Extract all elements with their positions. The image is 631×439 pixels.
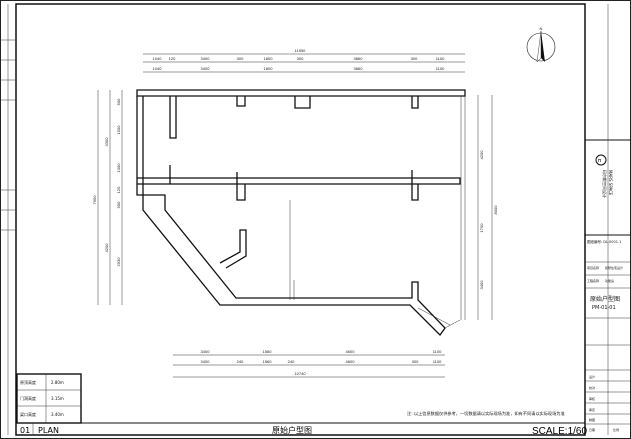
dim: 900 <box>116 201 121 208</box>
bottom-dimensions: 3400 1560 4600 1100 3400 240 1560 240 46… <box>173 349 445 378</box>
height-value: 3.15m <box>51 396 64 401</box>
height-label: 原顶高度 <box>20 379 36 385</box>
row-label: 日期 <box>589 427 595 432</box>
dim: 120 <box>169 56 176 61</box>
dim: 3400 <box>201 359 211 364</box>
dim: 1100 <box>436 66 445 71</box>
dim: 3400 <box>201 66 211 71</box>
row-label: 设计 <box>589 374 595 379</box>
row-label: 比例 <box>613 427 619 432</box>
north-label: N <box>540 26 543 31</box>
plan-label: PLAN <box>38 426 59 435</box>
dim: 3860 <box>354 66 364 71</box>
signature-rows: 设计 校对 审核 审定 制图 日期 比例 <box>585 374 631 432</box>
height-value: 3.40m <box>51 412 64 417</box>
sheet-code: PM-01-01 <box>592 305 616 311</box>
dim: 300 <box>297 56 304 61</box>
dim: 1100 <box>436 56 445 61</box>
dim-top-total: 11950 <box>295 48 307 53</box>
dim: 1560 <box>263 349 273 354</box>
left-margin-strip <box>0 4 16 435</box>
dim: 3860 <box>354 56 364 61</box>
dim: 3400 <box>201 56 211 61</box>
dim: 1040 <box>153 56 163 61</box>
dim: 1300 <box>116 163 121 173</box>
logo-text-cn: 玛尔斯空间设计 <box>602 170 608 198</box>
row-label: 审定 <box>589 407 595 412</box>
heights-table: 原顶高度 2.80m 门洞高度 3.15m 梁口高度 3.40m <box>16 373 82 424</box>
drawing-frame <box>15 3 586 436</box>
height-label: 梁口高度 <box>20 411 36 417</box>
sheet-title: 原始户型图 <box>590 295 620 303</box>
dim: 1040 <box>153 66 163 71</box>
dim: 1800 <box>264 56 274 61</box>
dim: 4600 <box>346 349 356 354</box>
dim: 2930 <box>116 257 121 267</box>
drawing-number: 图纸编号: DL.0001.1 <box>587 239 621 244</box>
project-value: 别墅住宅设计 <box>605 265 623 270</box>
dim: 1700 <box>479 223 484 233</box>
height-label: 门洞高度 <box>20 395 36 401</box>
dim: 1560 <box>263 359 273 364</box>
dim: 120 <box>116 186 121 193</box>
dim: 1500 <box>116 125 121 135</box>
dim: 3400 <box>201 349 211 354</box>
height-value: 2.80m <box>51 380 64 385</box>
footer-bar: 01 PLAN 原始户型图 SCALE:1/60 <box>16 422 587 437</box>
dim: 300 <box>237 56 244 61</box>
right-dimensions: 4200 1700 3400 8000 <box>477 95 498 320</box>
dim: 4200 <box>479 150 484 160</box>
logo-mark: π <box>598 158 601 164</box>
walls <box>136 89 466 337</box>
dim: 1100 <box>433 359 442 364</box>
project-label: 项目名称 <box>587 265 599 270</box>
dim: 1800 <box>264 66 274 71</box>
dim: 240 <box>288 359 295 364</box>
dim: 240 <box>237 359 244 364</box>
dim: 300 <box>412 359 419 364</box>
title-block: π MARS SPACE 玛尔斯空间设计 图纸编号: DL.0001.1 项目名… <box>585 4 631 435</box>
mars-space-logo: π MARS SPACE 玛尔斯空间设计 <box>595 154 613 198</box>
row-label: 审核 <box>589 396 595 401</box>
client-value: 功能房 <box>605 278 614 283</box>
dim: 4200 <box>104 243 109 253</box>
dim: 300 <box>411 56 418 61</box>
dim-left-total: 7950 <box>92 195 97 205</box>
dim: 3300 <box>104 137 109 147</box>
dim: 3400 <box>479 280 484 290</box>
client-label: 工程名称 <box>587 278 599 283</box>
logo-text-en: MARS SPACE <box>608 170 613 196</box>
dim: 500 <box>116 98 121 105</box>
dim-right-total: 8000 <box>493 205 498 215</box>
top-dimensions: 11950 1040 120 3400 300 1800 300 3860 30… <box>143 48 465 73</box>
dim: 1100 <box>433 349 442 354</box>
plan-number: 01 <box>20 426 30 435</box>
row-label: 制图 <box>589 417 595 422</box>
row-label: 校对 <box>589 385 595 390</box>
north-arrow-icon: N <box>526 26 556 63</box>
note-text: 注: 以上信息数据仅供参考，一切数据请以实际现场为准，如有不同请以实际现场为准 <box>407 410 565 417</box>
scale-label: SCALE:1/60 <box>532 426 587 437</box>
left-dimensions: 7950 500 3300 1500 1300 120 900 4200 293… <box>92 90 123 305</box>
dim: 4600 <box>346 359 356 364</box>
plan-title: 原始户型图 <box>272 425 312 435</box>
dim-bottom-total: 10740 <box>294 371 306 376</box>
